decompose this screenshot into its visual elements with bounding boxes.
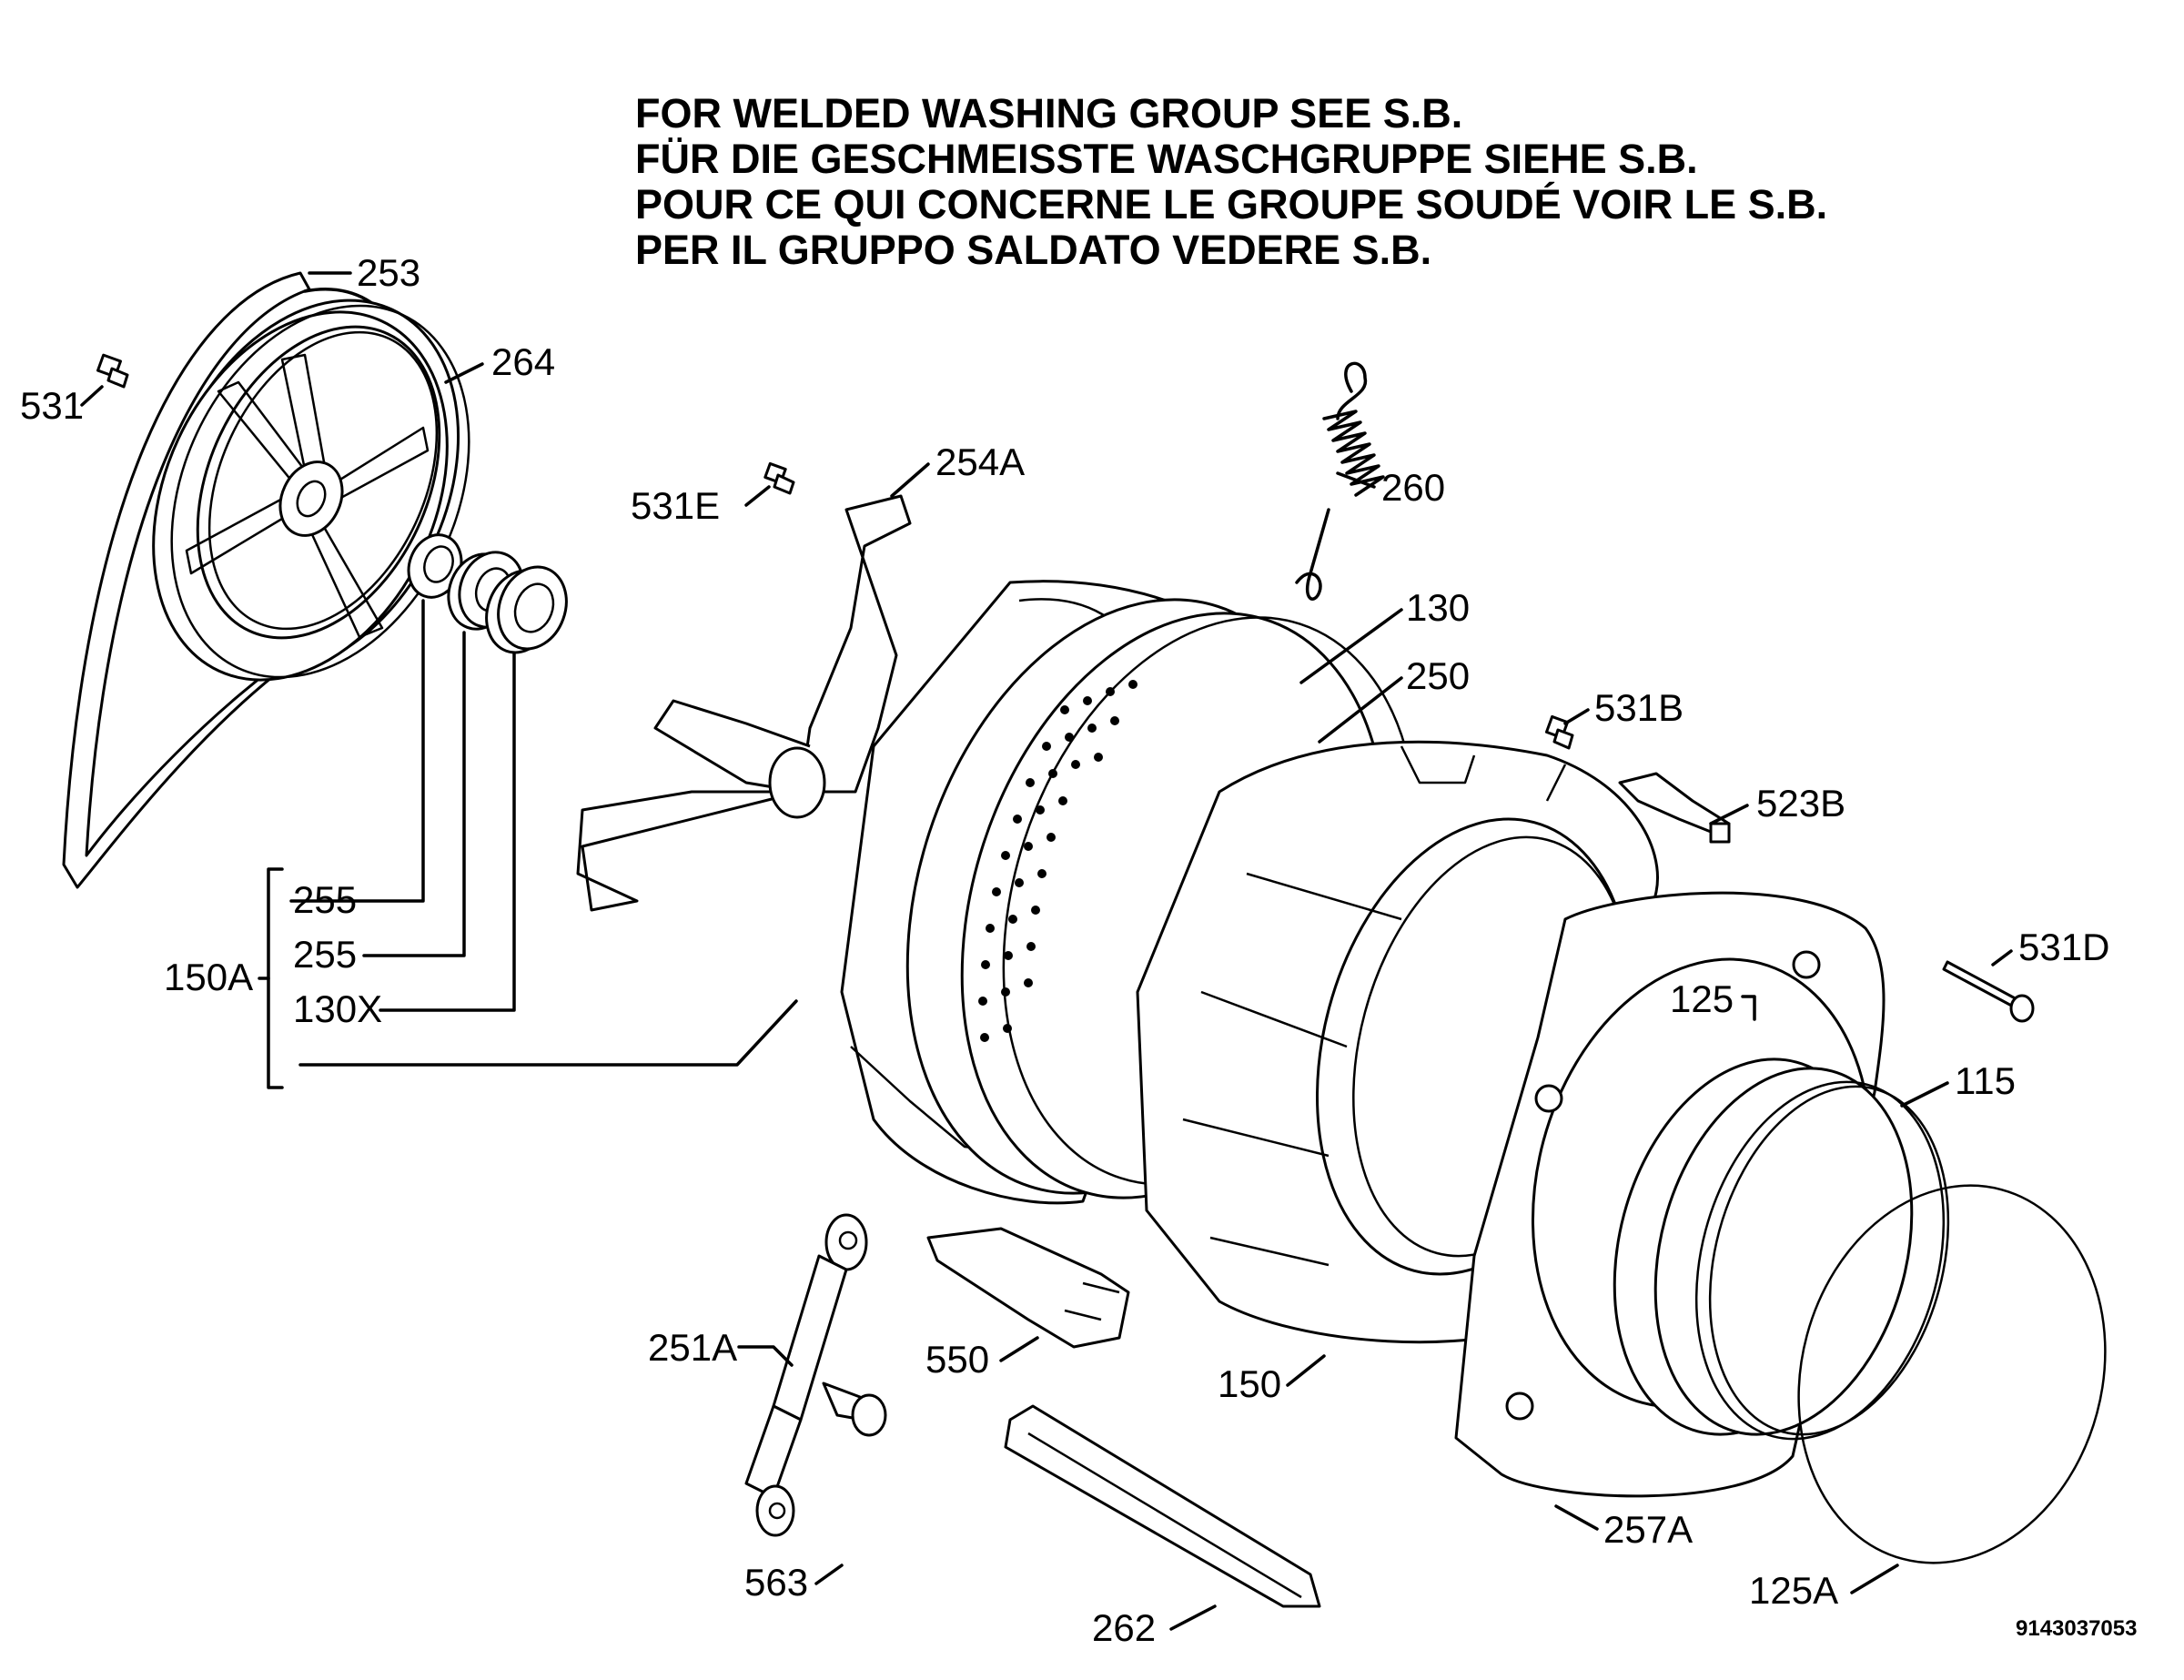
bearing-icon	[485, 565, 568, 654]
note-line-it: PER IL GRUPPO SALDATO VEDERE S.B.	[635, 227, 1431, 273]
pulley-icon	[152, 299, 470, 682]
counterweight-icon	[926, 1227, 1130, 1349]
label-531d: 531D	[2018, 926, 2109, 968]
label-150: 150	[1218, 1362, 1281, 1405]
label-550: 550	[925, 1338, 989, 1381]
screw-icon	[1618, 772, 1731, 844]
screw-icon	[1942, 960, 2035, 1023]
note-line-fr: POUR CE QUI CONCERNE LE GROUPE SOUDÉ VOI…	[635, 181, 1827, 228]
label-251a: 251A	[648, 1326, 737, 1369]
label-130: 130	[1406, 586, 1470, 629]
spring-icon	[1295, 361, 1385, 601]
label-250: 250	[1406, 654, 1470, 697]
door-seal-icon	[1613, 1058, 1946, 1441]
label-531: 531	[20, 384, 84, 427]
note-line-de: FÜR DIE GESCHMEISSTE WASCHGRUPPE SIEHE S…	[635, 136, 1698, 182]
label-255-seal: 255	[293, 878, 357, 921]
label-531b: 531B	[1594, 686, 1684, 729]
leader-lines	[80, 271, 2013, 1631]
label-150a: 150A	[164, 956, 253, 998]
header-notes: FOR WELDED WASHING GROUP SEE S.B. FÜR DI…	[635, 90, 1827, 273]
counterweight-icon	[1004, 1404, 1321, 1608]
label-255-bearing: 255	[293, 933, 357, 976]
label-264: 264	[491, 340, 555, 383]
screw-icon	[1544, 714, 1574, 750]
shock-absorber-icon	[744, 1213, 868, 1537]
seal-icon	[407, 533, 463, 599]
part-labels: 253 264 531 531E 254A 260 130 250 531B 5…	[20, 251, 2109, 1649]
label-130x: 130X	[293, 987, 382, 1030]
screw-icon	[763, 461, 795, 495]
label-125a: 125A	[1749, 1569, 1838, 1612]
label-260: 260	[1381, 466, 1445, 509]
note-line-en: FOR WELDED WASHING GROUP SEE S.B.	[635, 90, 1462, 137]
label-115: 115	[1955, 1059, 2016, 1102]
label-125: 125	[1670, 977, 1734, 1020]
label-262: 262	[1092, 1606, 1156, 1649]
seal-icon	[1708, 1085, 1950, 1436]
label-253: 253	[357, 251, 420, 294]
screw-icon	[822, 1381, 887, 1437]
drawing-code: 9143037053	[2016, 1616, 2137, 1641]
label-257a: 257A	[1603, 1508, 1693, 1551]
screw-icon	[96, 353, 129, 389]
label-523b: 523B	[1756, 782, 1845, 825]
seal-icon	[1797, 1184, 2107, 1564]
label-531e: 531E	[631, 484, 720, 527]
label-563: 563	[744, 1561, 808, 1604]
label-254a: 254A	[935, 440, 1025, 483]
